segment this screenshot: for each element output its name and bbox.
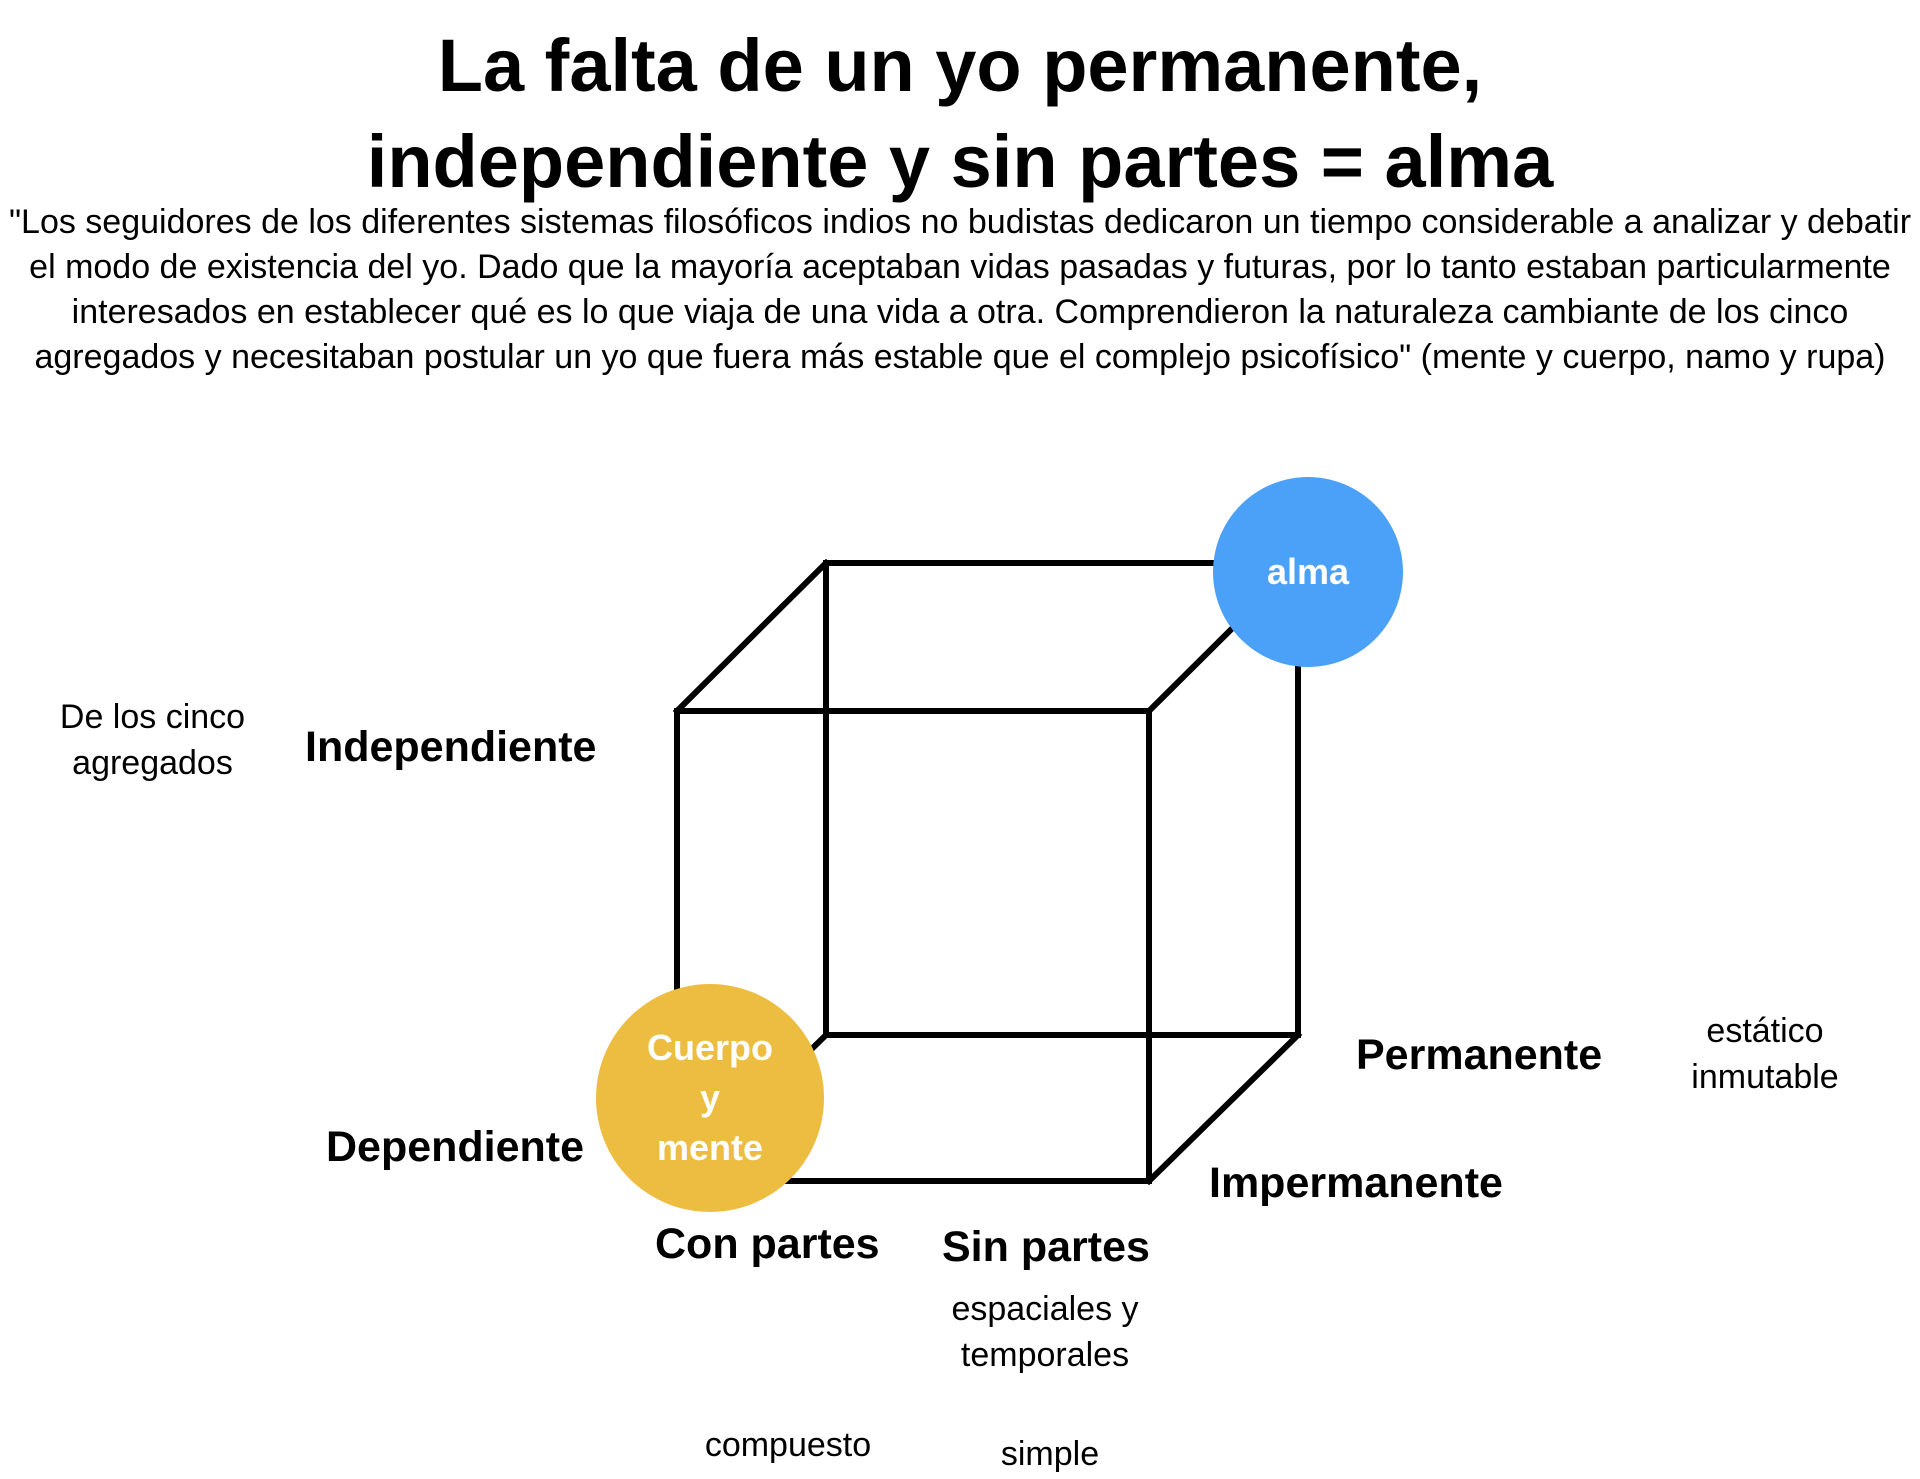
note-agregados-line-2: agregados xyxy=(72,744,233,782)
label-impermanente: Impermanente xyxy=(1209,1159,1503,1207)
label-sin-partes: Sin partes xyxy=(942,1223,1150,1271)
label-con-partes: Con partes xyxy=(655,1220,880,1268)
title-line-1: La falta de un yo permanente, xyxy=(437,24,1483,107)
cube-edge-connector-bottom-right xyxy=(1144,1030,1303,1186)
note-agregados-line-1: De los cinco xyxy=(59,698,246,736)
note-inmutable: inmutable xyxy=(1691,1058,1839,1096)
note-estatico: estático xyxy=(1706,1012,1824,1050)
body-mind-line-1: Cuerpo xyxy=(647,1027,773,1068)
note-temporales: temporales xyxy=(960,1336,1130,1374)
quote-paragraph: "Los seguidores de los diferentes sistem… xyxy=(8,203,1912,376)
body-mind-circle: Cuerpo y mente xyxy=(596,984,824,1212)
body-mind-line-2: y xyxy=(699,1077,721,1118)
label-dependiente: Dependiente xyxy=(326,1123,585,1171)
note-estatico-inmutable: estático inmutable xyxy=(1660,1008,1870,1100)
alma-circle: alma xyxy=(1213,477,1403,667)
label-independiente: Independiente xyxy=(305,723,597,771)
alma-label: alma xyxy=(1266,551,1350,592)
note-compuesto: compuesto xyxy=(704,1426,872,1464)
body-mind-line-3: mente xyxy=(656,1127,764,1168)
note-simple: simple xyxy=(1000,1435,1100,1473)
note-espaciales-temporales: espaciales y temporales xyxy=(915,1286,1175,1378)
cube-edge-connector-top-left xyxy=(672,558,831,716)
label-permanente: Permanente xyxy=(1356,1031,1603,1079)
note-agregados: De los cinco agregados xyxy=(40,694,265,786)
note-espaciales: espaciales y xyxy=(951,1290,1139,1328)
page-title: La falta de un yo permanente, independie… xyxy=(0,18,1920,210)
title-line-2: independiente y sin partes = alma xyxy=(366,120,1554,203)
